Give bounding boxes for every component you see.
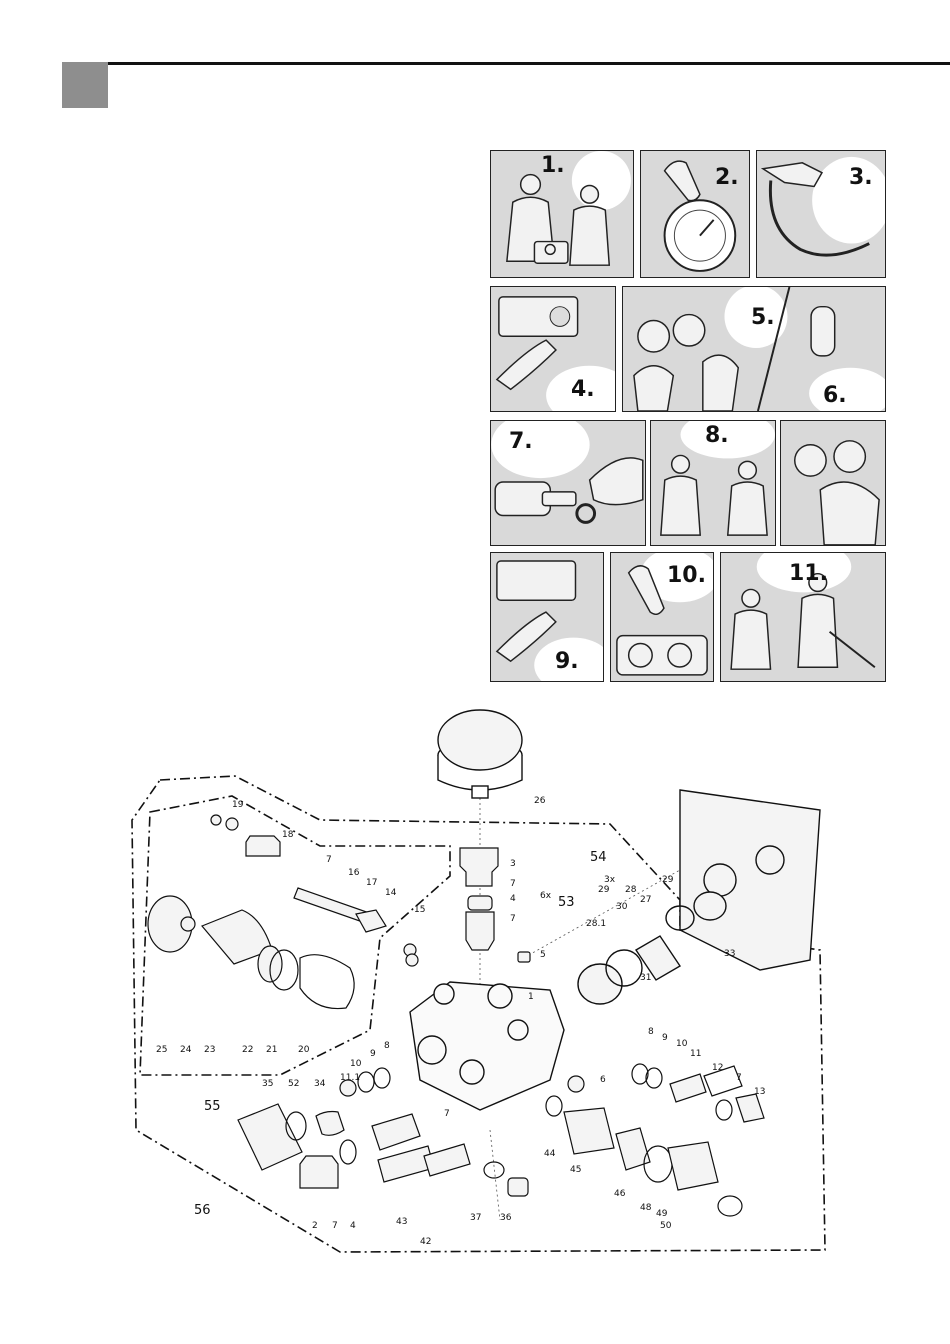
step-panel-11: 11. <box>720 552 886 682</box>
part-label: 18 <box>282 830 294 840</box>
part-label: 48 <box>640 1203 652 1213</box>
part-label: 7 <box>510 879 516 889</box>
part-label: 36 <box>500 1213 512 1223</box>
part-label: 22 <box>242 1045 253 1055</box>
step-panel-5: 5. 6. <box>622 286 886 412</box>
part-label: 7 <box>444 1109 450 1119</box>
group-label: 56 <box>194 1203 211 1218</box>
part-label: 28 <box>625 885 637 895</box>
part-label: 50 <box>660 1221 672 1231</box>
part-label: 11 <box>690 1049 701 1059</box>
step-number-1: 1. <box>541 153 565 178</box>
step-number-8: 8. <box>705 423 729 448</box>
part-label: 45 <box>570 1165 581 1175</box>
part-label: 9 <box>662 1033 668 1043</box>
part-label: 5 <box>540 950 546 960</box>
exploded-parts-diagram: 26 19 18 7 16 17 14 15 3 7 4 7 5 1 54 3x… <box>120 700 840 1270</box>
part-label: 28.1 <box>586 919 606 929</box>
step-panel-8: 8. <box>650 420 776 546</box>
part-label: 3 <box>510 859 516 869</box>
part-label: 6 <box>600 1075 606 1085</box>
part-label: 24 <box>180 1045 192 1055</box>
part-label: 21 <box>266 1045 277 1055</box>
header-rule <box>62 62 950 65</box>
part-label: 29 <box>598 885 610 895</box>
part-label: 10 <box>676 1039 688 1049</box>
part-label: 33 <box>724 949 735 959</box>
instruction-panels: 1. 2. 3. 4. <box>490 150 886 682</box>
part-label: 37 <box>470 1213 481 1223</box>
part-label: 27 <box>640 895 651 905</box>
step-panel-4: 4. <box>490 286 616 412</box>
step-number-2: 2. <box>715 165 739 190</box>
group-label: 55 <box>204 1099 221 1114</box>
part-label: 7 <box>510 914 516 924</box>
part-label: 42 <box>420 1237 431 1247</box>
part-label: 2 <box>312 1221 318 1231</box>
part-label: 7 <box>326 855 332 865</box>
part-label: 8 <box>384 1041 390 1051</box>
part-label: 10 <box>350 1059 362 1069</box>
part-label: 46 <box>614 1189 626 1199</box>
step-panel-2: 2. <box>640 150 750 278</box>
step-number-4: 4. <box>571 377 595 402</box>
pump-head-exploded-view: 26 19 18 7 16 17 14 15 3 7 4 7 5 1 54 3x… <box>120 700 840 1270</box>
step-number-10: 10. <box>667 563 706 588</box>
part-label: 13 <box>754 1087 765 1097</box>
part-label: 44 <box>544 1149 556 1159</box>
part-label: 29 <box>662 875 674 885</box>
part-label: 19 <box>232 800 244 810</box>
wrench-loosen-icon <box>491 287 615 411</box>
part-label: 43 <box>396 1217 407 1227</box>
part-label: 23 <box>204 1045 215 1055</box>
step-panel-9: 9. <box>490 552 604 682</box>
part-label: 31 <box>640 973 651 983</box>
step-panel-7: 7. <box>490 420 646 546</box>
part-label: 7 <box>332 1221 338 1231</box>
part-label: 11.1 <box>340 1073 360 1083</box>
part-label: 16 <box>348 868 360 878</box>
part-label: 12 <box>712 1063 723 1073</box>
part-label: 3x <box>604 875 616 885</box>
part-label: 9 <box>370 1049 376 1059</box>
part-label: 35 <box>262 1079 273 1089</box>
step-panel-10: 10. <box>610 552 714 682</box>
step-number-7: 7. <box>509 429 533 454</box>
group-label: 53 <box>558 895 575 910</box>
part-label: 49 <box>656 1209 668 1219</box>
part-label: 54 <box>590 850 607 865</box>
part-label: 14 <box>385 888 397 898</box>
step-number-6: 6. <box>823 383 847 408</box>
group-label: 6x <box>540 891 552 901</box>
step-number-3: 3. <box>849 165 873 190</box>
part-label: 1 <box>528 992 534 1002</box>
step-number-5: 5. <box>751 305 775 330</box>
part-label: 4 <box>350 1221 356 1231</box>
part-label: 25 <box>156 1045 167 1055</box>
wrench-tighten-icon <box>491 553 603 681</box>
part-label: 8 <box>648 1027 654 1037</box>
part-label: 30 <box>616 902 628 912</box>
step-number-9: 9. <box>555 649 579 674</box>
part-label: 17 <box>366 878 377 888</box>
step-panel-8b <box>780 420 886 546</box>
part-label: 15 <box>414 905 425 915</box>
part-label: 7 <box>736 1073 742 1083</box>
valve-insert-icon <box>781 421 885 545</box>
step-panel-3: 3. <box>756 150 886 278</box>
step-number-11: 11. <box>789 561 828 586</box>
part-label: 52 <box>288 1079 299 1089</box>
pressure-gauge <box>438 710 522 798</box>
step-panel-1: 1. <box>490 150 634 278</box>
part-label: 26 <box>534 796 546 806</box>
manifold-body <box>410 982 564 1110</box>
part-label: 4 <box>510 894 516 904</box>
part-label: 20 <box>298 1045 310 1055</box>
part-label: 34 <box>314 1079 326 1089</box>
section-tab <box>62 62 108 108</box>
